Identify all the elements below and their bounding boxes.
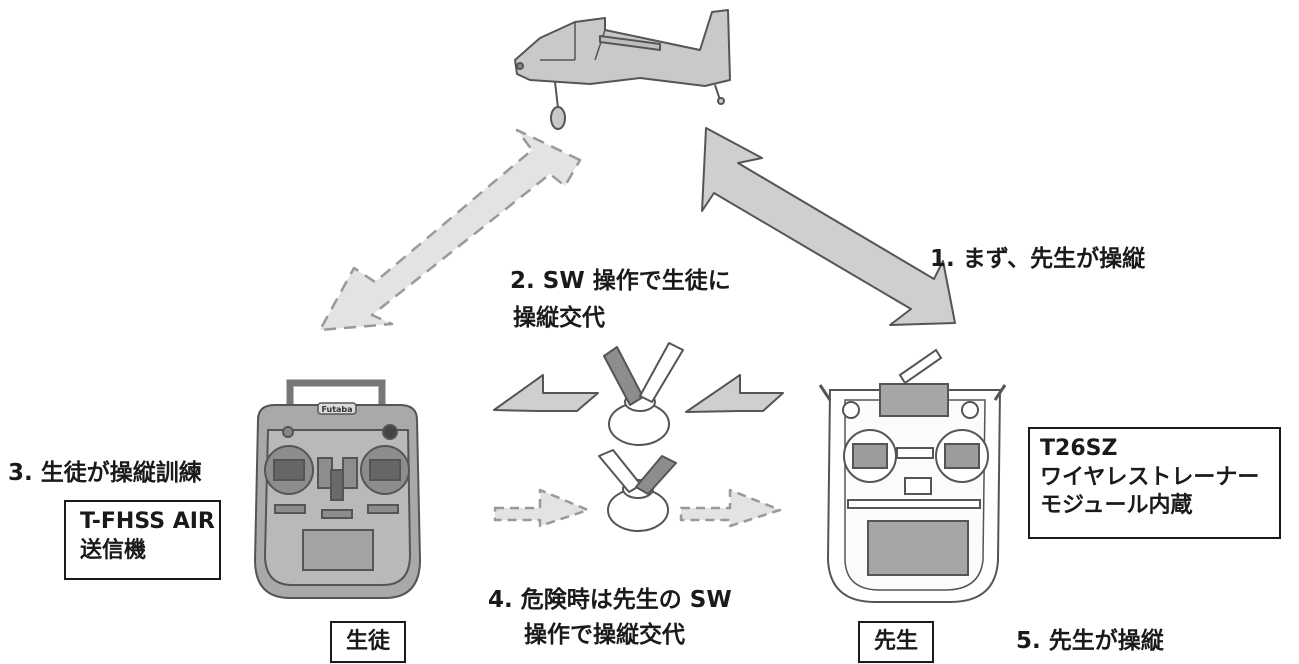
student-transmitter-line2: 送信機 [80, 537, 147, 563]
student-airplane-arrow [318, 128, 582, 332]
student-role-box: 生徒 [330, 621, 406, 663]
switch-arrow-left-a [493, 374, 599, 412]
student-transmitter-icon: Futaba [253, 379, 422, 599]
switch-arrow-right-b [679, 488, 782, 528]
teacher-role-box: 先生 [858, 621, 934, 663]
teacher-module-line2: モジュール内蔵 [1040, 493, 1193, 519]
step-3-label: 3. 生徒が操縦訓練 [8, 460, 202, 486]
teacher-role-label: 先生 [873, 629, 918, 654]
step-4-label-line2: 操作で操縦交代 [524, 622, 685, 648]
student-role-label: 生徒 [345, 629, 390, 654]
switch-arrow-left-b [685, 374, 784, 413]
switch-arrow-right-a [493, 488, 590, 528]
step-2-label-line1: 2. SW 操作で生徒に [510, 268, 731, 294]
teacher-model-label: T26SZ [1040, 436, 1118, 461]
airplane-icon [514, 9, 731, 130]
toggle-switch-icon [598, 449, 677, 532]
toggle-switch-icon [603, 342, 684, 446]
teacher-transmitter-icon [818, 348, 1007, 603]
teacher-module-line1: ワイヤレストレーナー [1040, 464, 1260, 490]
student-transmitter-box: T-FHSS AIR 送信機 [64, 500, 221, 580]
step-2-label-line2: 操縦交代 [513, 305, 605, 331]
step-5-label: 5. 先生が操縦 [1016, 628, 1164, 654]
student-transmitter-line1: T-FHSS AIR [80, 509, 215, 534]
teacher-airplane-arrow [701, 127, 956, 326]
brand-label: Futaba [321, 405, 352, 414]
teacher-module-box: T26SZ ワイヤレストレーナー モジュール内蔵 [1028, 427, 1281, 539]
step-4-label-line1: 4. 危険時は先生の SW [488, 587, 732, 613]
step-1-label: 1. まず、先生が操縦 [930, 246, 1146, 272]
